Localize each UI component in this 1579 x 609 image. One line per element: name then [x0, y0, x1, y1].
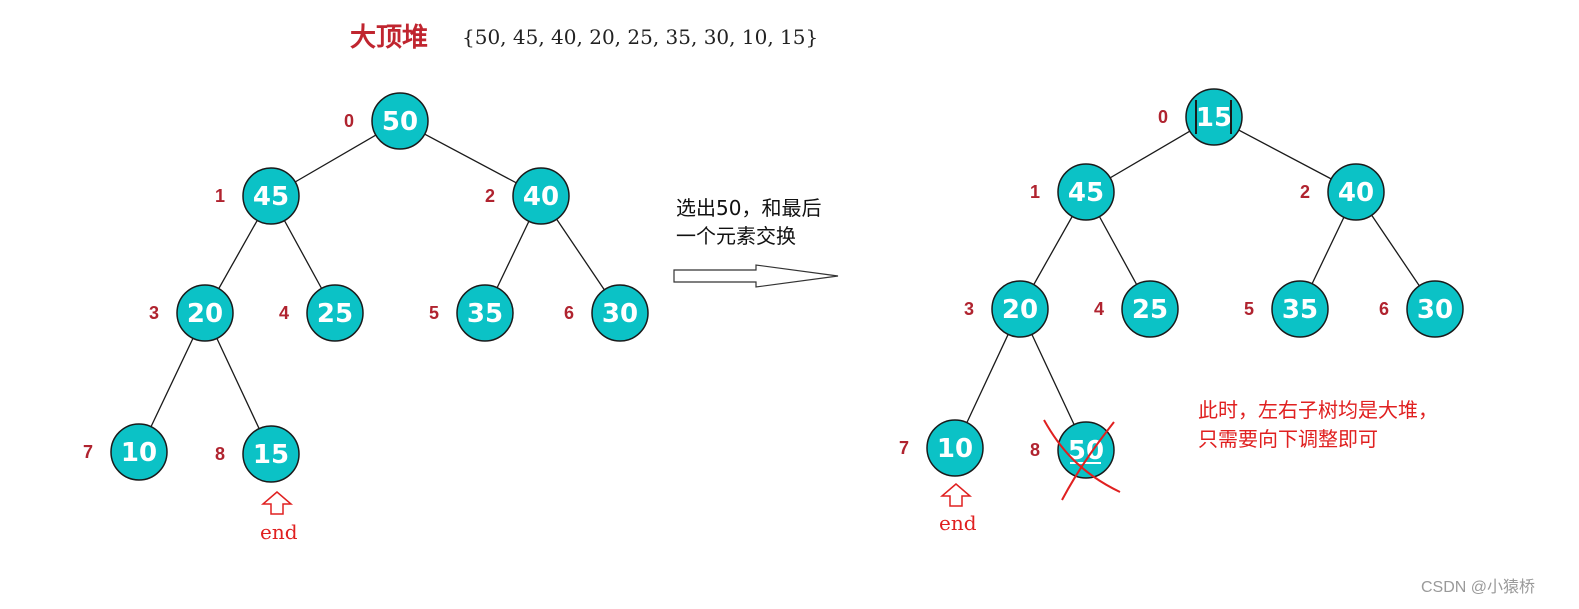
node-value: 40 — [523, 182, 559, 212]
node-index: 4 — [1094, 299, 1104, 319]
node-circle — [1327, 163, 1385, 221]
node-index: 5 — [429, 303, 439, 323]
node-index: 3 — [149, 303, 159, 323]
node-index: 6 — [1379, 299, 1389, 319]
adjust-note-line-2: 只需要向下调整即可 — [1198, 427, 1378, 451]
node-value: 30 — [602, 299, 638, 329]
end-marker-right: end — [939, 483, 977, 535]
node-circle — [591, 284, 649, 342]
node-circle — [110, 423, 168, 481]
node-circle — [306, 284, 364, 342]
swap-note: 选出50，和最后 一个元素交换 — [676, 196, 821, 248]
swap-note-line-2: 一个元素交换 — [676, 224, 796, 248]
node-index: 7 — [899, 438, 909, 458]
node-value: 50 — [382, 107, 418, 137]
heap-node: 10 7 — [83, 423, 168, 481]
end-label: end — [260, 520, 298, 544]
node-index: 1 — [215, 186, 225, 206]
node-index: 3 — [964, 299, 974, 319]
node-value: 25 — [317, 299, 353, 329]
heap-node: 20 3 — [149, 284, 234, 342]
heap-node: 35 5 — [1244, 280, 1329, 338]
node-value: 15 — [1196, 103, 1232, 133]
node-value: 10 — [937, 434, 973, 464]
heap-node: 25 4 — [279, 284, 364, 342]
heap-node: 40 2 — [1300, 163, 1385, 221]
node-value: 25 — [1132, 295, 1168, 325]
node-value: 20 — [1002, 295, 1038, 325]
node-circle — [242, 167, 300, 225]
node-index: 4 — [279, 303, 289, 323]
cross-mark-icon — [1043, 419, 1121, 501]
heap-node: 508 — [1030, 421, 1115, 479]
node-value: 45 — [1068, 178, 1104, 208]
heap-node: 25 4 — [1094, 280, 1179, 338]
node-circle — [512, 167, 570, 225]
adjust-note-line-1: 此时，左右子树均是大堆， — [1198, 398, 1438, 422]
node-index: 8 — [215, 444, 225, 464]
node-value: 15 — [253, 440, 289, 470]
node-index: 6 — [564, 303, 574, 323]
node-value: 40 — [1338, 178, 1374, 208]
up-arrow-icon — [260, 491, 294, 515]
heap-node: 45 1 — [1030, 163, 1115, 221]
heap-node: 45 1 — [215, 167, 300, 225]
swap-note-line-1: 选出50，和最后 — [676, 196, 821, 220]
node-value: 45 — [253, 182, 289, 212]
up-arrow-icon — [939, 483, 973, 507]
node-circle — [1406, 280, 1464, 338]
adjust-note: 此时，左右子树均是大堆， 只需要向下调整即可 — [1198, 398, 1438, 451]
node-index: 0 — [1158, 107, 1168, 127]
node-circle — [1057, 163, 1115, 221]
end-label: end — [939, 511, 977, 535]
node-value: 30 — [1417, 295, 1453, 325]
right-arrow-icon — [673, 264, 839, 288]
heap-node: 10 7 — [899, 419, 984, 477]
node-circle — [1121, 280, 1179, 338]
heap-node: 30 6 — [1379, 280, 1464, 338]
node-index: 1 — [1030, 182, 1040, 202]
left-heap-tree: 50 0 45 1 40 2 20 3 25 4 35 5 30 6 10 7 15 8 — [83, 92, 649, 483]
node-circle — [926, 419, 984, 477]
node-value: 20 — [187, 299, 223, 329]
node-index: 2 — [1300, 182, 1310, 202]
heap-node: 35 5 — [429, 284, 514, 342]
node-value: 35 — [1282, 295, 1318, 325]
heap-node: 15 8 — [215, 425, 300, 483]
heap-node: 20 3 — [964, 280, 1049, 338]
node-circle — [456, 284, 514, 342]
end-marker-left: end — [260, 491, 298, 544]
node-index: 0 — [344, 111, 354, 131]
heap-node: 50 0 — [344, 92, 429, 150]
node-index: 2 — [485, 186, 495, 206]
node-circle — [242, 425, 300, 483]
heap-sequence: {50, 45, 40, 20, 25, 35, 30, 10, 15} — [462, 25, 818, 49]
node-circle — [1185, 88, 1243, 146]
heap-node: 30 6 — [564, 284, 649, 342]
node-index: 8 — [1030, 440, 1040, 460]
root-highlight-box — [1195, 100, 1232, 134]
node-circle — [991, 280, 1049, 338]
node-index: 7 — [83, 442, 93, 462]
heap-node: 15 0 — [1158, 88, 1243, 146]
node-value: 10 — [121, 438, 157, 468]
node-circle — [1271, 280, 1329, 338]
node-value: 35 — [467, 299, 503, 329]
node-circle — [371, 92, 429, 150]
watermark: CSDN @小猿桥 — [1421, 578, 1535, 596]
removed-node-mark — [1043, 419, 1121, 501]
diagram-title: 大顶堆 — [350, 23, 428, 53]
node-circle — [176, 284, 234, 342]
left-tree-nodes: 50 0 45 1 40 2 20 3 25 4 35 5 30 6 10 7 15 8 — [83, 92, 649, 483]
node-index: 5 — [1244, 299, 1254, 319]
heap-node: 40 2 — [485, 167, 570, 225]
